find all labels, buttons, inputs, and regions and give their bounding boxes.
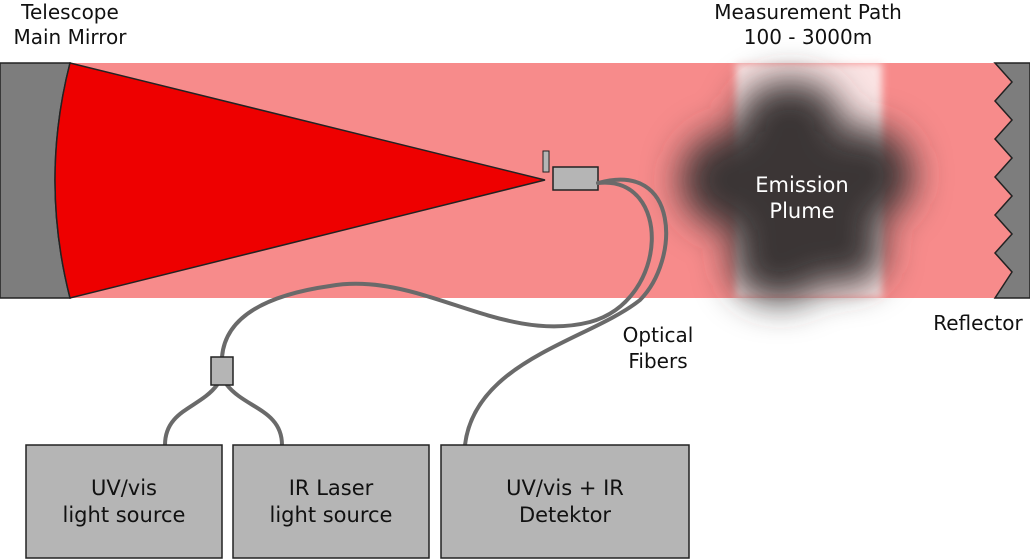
fiber-splitter [210,356,234,386]
uvvis-label-line1: UV/vis [91,476,157,500]
fiber-telescope-to-detector [463,177,669,447]
ir-laser-light-source-box [232,444,430,559]
measurement-path-label-line1: Measurement Path [714,0,902,24]
fiber-telescope-to-splitter [220,180,654,359]
plume-label-line1: Emission [755,173,848,197]
telescope-label-line2: Main Mirror [13,25,127,49]
optical-fibers-label-line1: Optical [623,323,694,347]
fiber-splitter-to-ir-laser [225,383,284,447]
plume-label-line2: Plume [769,199,834,223]
reflector [993,62,1030,299]
secondary-mirror [542,150,550,173]
telescope-label-line1: Telescope [20,0,119,24]
ir-laser-label-line2: light source [270,503,393,527]
fiber-splitter-to-uvvis [163,383,219,447]
uvvis-label-line2: light source [63,503,186,527]
uvvis-light-source-box [25,444,223,559]
detector-box [440,444,690,559]
ir-laser-light-source: IR Laser light source [232,444,430,559]
detector-label-line2: Detektor [519,503,611,527]
optical-fibers-label-line2: Fibers [628,349,687,373]
light-cone [54,62,546,299]
uvvis-light-source: UV/vis light source [25,444,223,559]
reflector-label: Reflector [933,311,1023,335]
detector-label-line1: UV/vis + IR [506,476,624,500]
telescope-fiber-coupler [552,166,599,191]
emission-plume [680,80,913,302]
ir-laser-label-line1: IR Laser [289,476,374,500]
detector: UV/vis + IR Detektor [440,444,690,559]
optical-fibers [163,177,669,447]
measurement-path-label-line2: 100 - 3000m [744,25,873,49]
